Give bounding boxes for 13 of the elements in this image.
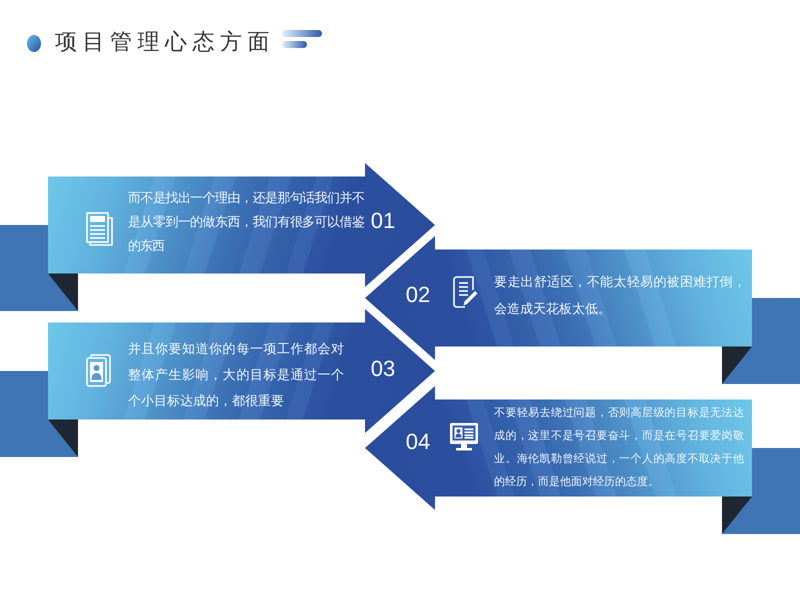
description: 而不是找出一个理由，还是那句话我们并不是从零到一的做东西，我们有很多可以借鉴的东西 xyxy=(128,189,364,255)
step-number: 04 xyxy=(406,431,430,453)
arrow-banner xyxy=(48,162,435,286)
arrow-banner xyxy=(48,309,435,433)
step-number: 01 xyxy=(370,210,396,232)
step-number: 03 xyxy=(370,358,396,380)
title: 项目管理心态方面 xyxy=(55,29,275,57)
description: 并且你要知道你的每一项工作都会对整体产生影响，大的目标是通过一个个小目标达成的，都很重要 xyxy=(128,340,344,410)
arrow-banner xyxy=(365,386,752,510)
step-number: 02 xyxy=(406,284,430,306)
description: 要走出舒适区，不能太轻易的被困难打倒，会造成天花板太低。 xyxy=(494,273,746,318)
description: 不要轻易去绕过问题，否则高层级的目标是无法达成的，这里不是号召要奋斗，而是在号召要爱岗敬业。海伦凯勒曾经说过，一个人的高度不取决于他的经历，而是他面对经历的态度。 xyxy=(494,406,744,490)
arrow-banner xyxy=(365,236,752,360)
